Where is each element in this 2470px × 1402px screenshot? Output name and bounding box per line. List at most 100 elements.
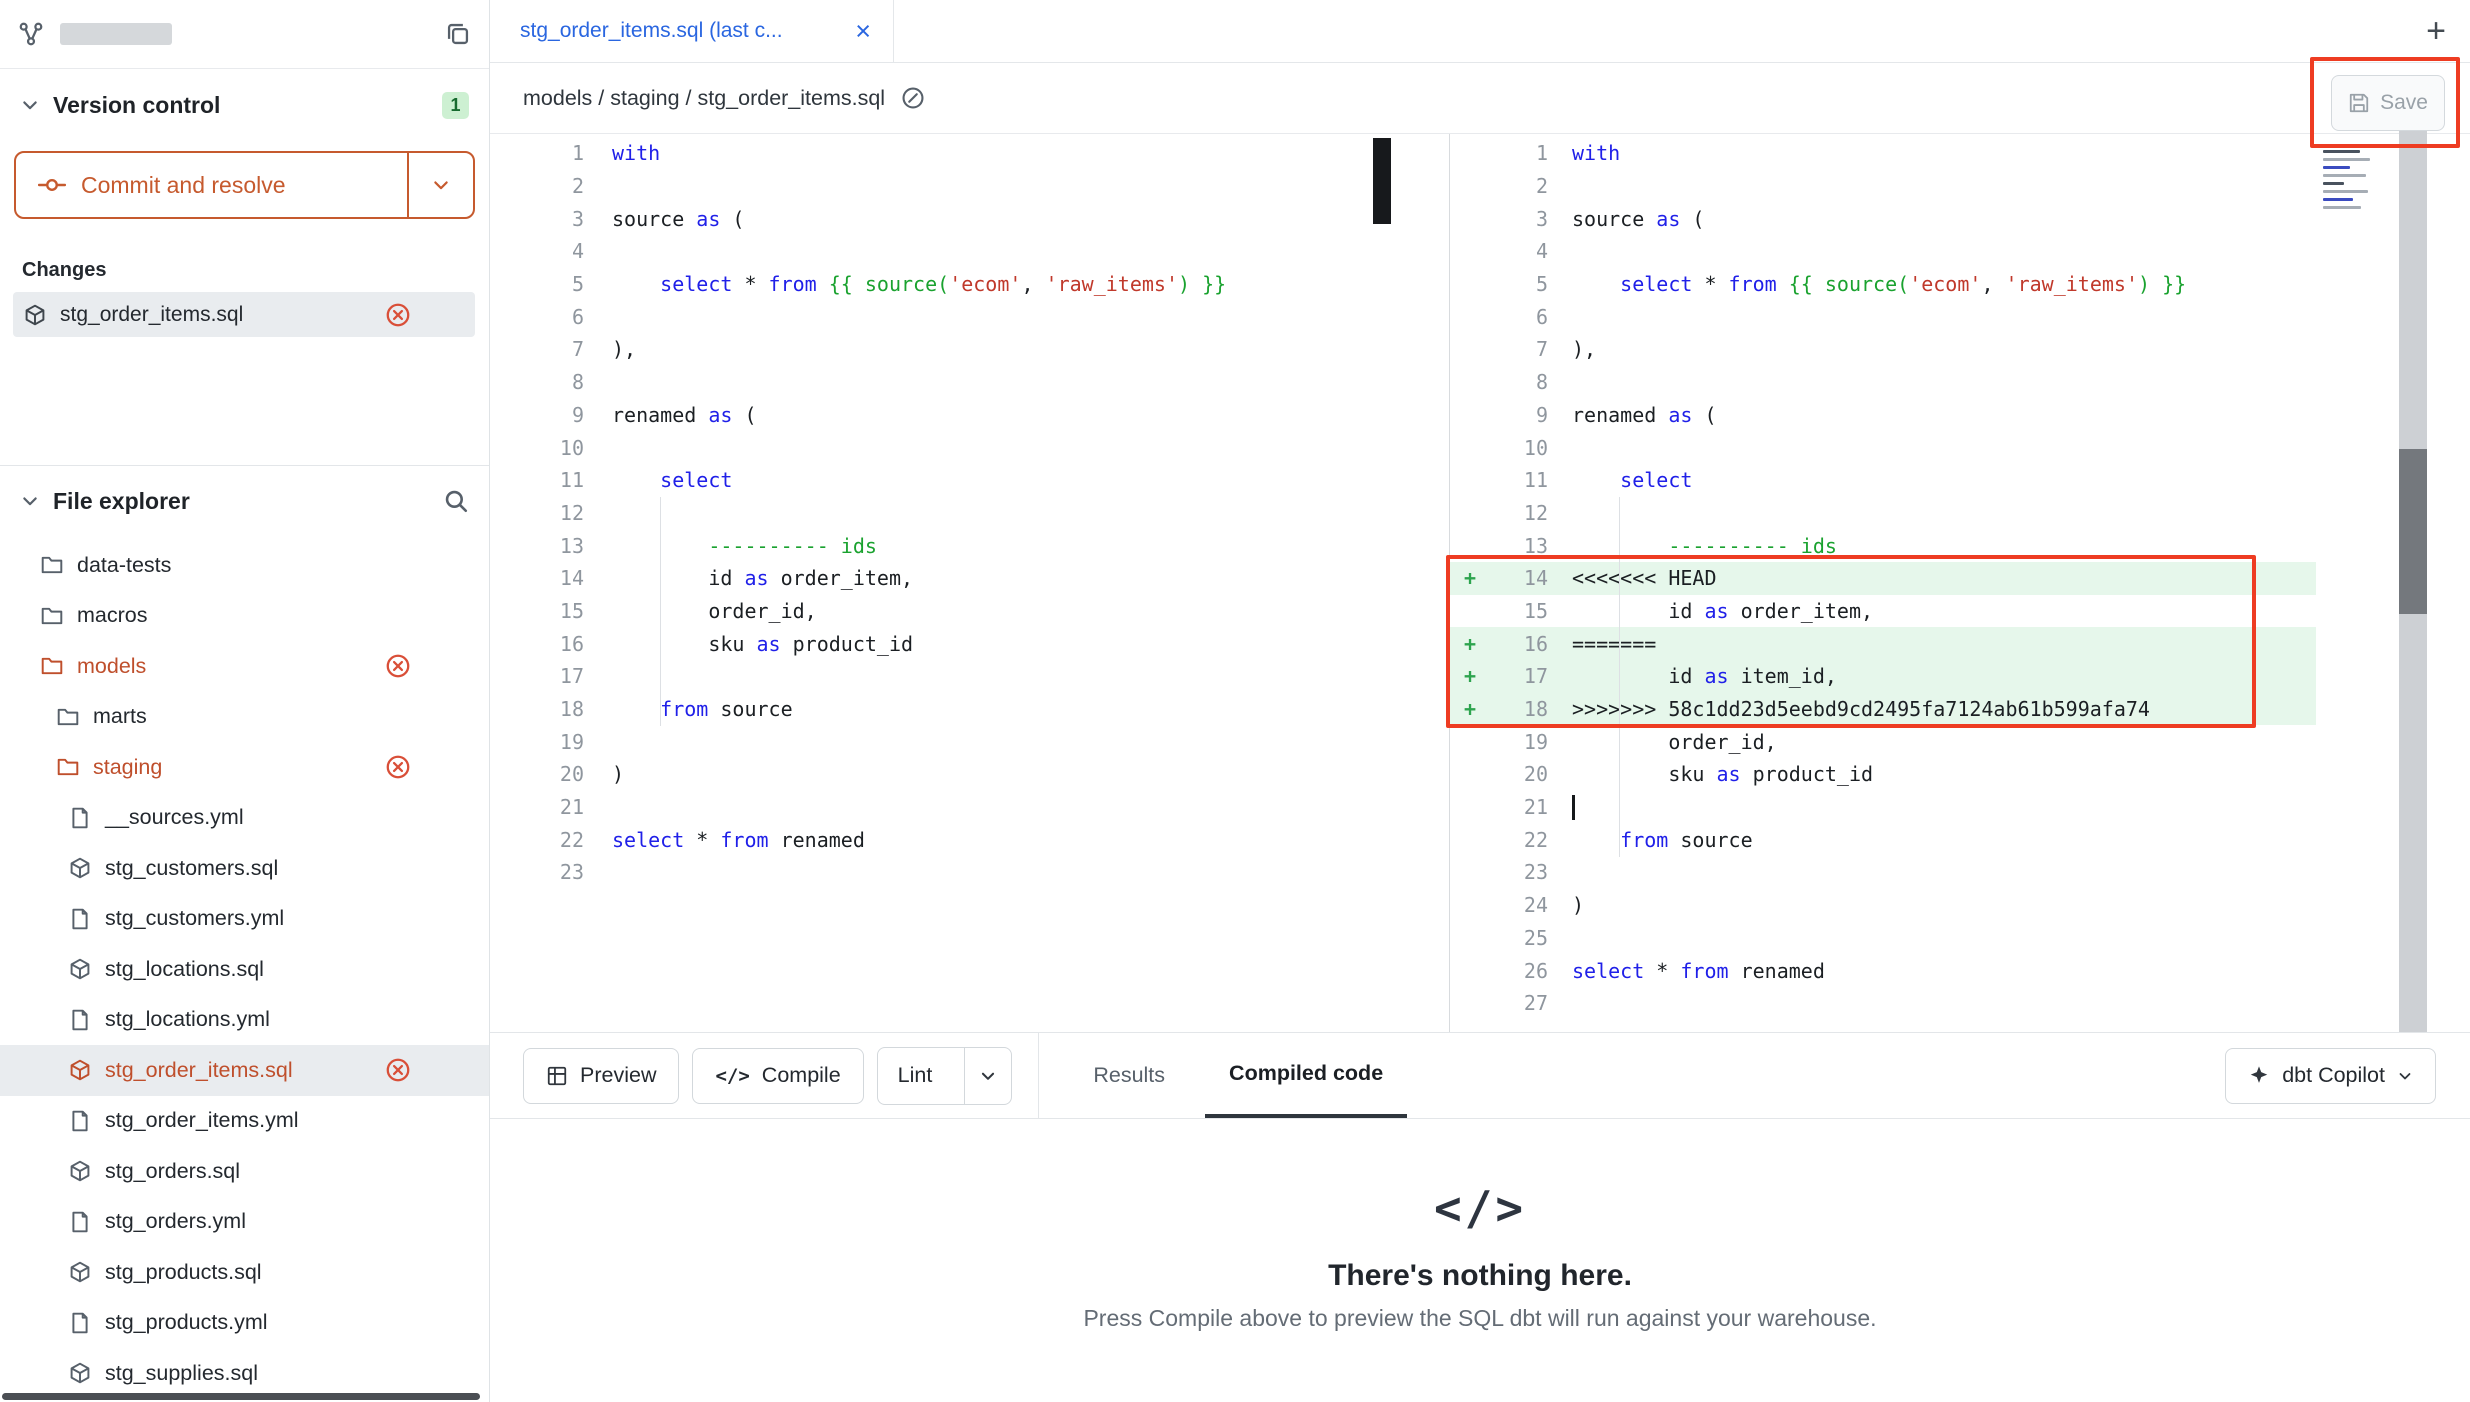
tree-item-stg-order-items-sql[interactable]: stg_order_items.sql bbox=[0, 1045, 489, 1096]
commit-and-resolve-button[interactable]: Commit and resolve bbox=[14, 151, 475, 219]
code-line[interactable]: 4 bbox=[490, 235, 1449, 268]
code-line[interactable]: 18 from source bbox=[490, 693, 1449, 726]
tree-item-stg-locations-yml[interactable]: stg_locations.yml bbox=[0, 995, 489, 1046]
vertical-scrollbar[interactable] bbox=[2399, 94, 2427, 1032]
code-line[interactable]: 23 bbox=[490, 856, 1449, 889]
close-tab-icon[interactable]: × bbox=[855, 18, 871, 45]
code-line[interactable]: 10 bbox=[1450, 431, 2316, 464]
tree-item-stg-customers-yml[interactable]: stg_customers.yml bbox=[0, 894, 489, 945]
tree-item-stg-orders-sql[interactable]: stg_orders.sql bbox=[0, 1146, 489, 1197]
code-line[interactable]: 8 bbox=[1450, 366, 2316, 399]
tree-item-stg-customers-sql[interactable]: stg_customers.sql bbox=[0, 843, 489, 894]
code-line[interactable]: 20 sku as product_id bbox=[1450, 758, 2316, 791]
new-tab-button[interactable]: + bbox=[2426, 14, 2446, 48]
version-control-header[interactable]: Version control 1 bbox=[0, 69, 489, 141]
code-line[interactable]: 7), bbox=[1450, 333, 2316, 366]
code-line[interactable]: 8 bbox=[490, 366, 1449, 399]
tree-item-stg-orders-yml[interactable]: stg_orders.yml bbox=[0, 1197, 489, 1248]
code-line[interactable]: 13 ---------- ids bbox=[1450, 529, 2316, 562]
code-line[interactable]: 23 bbox=[1450, 856, 2316, 889]
code-line[interactable]: 10 bbox=[490, 431, 1449, 464]
tree-item-sources-yml[interactable]: __sources.yml bbox=[0, 793, 489, 844]
code-line[interactable]: 14 id as order_item, bbox=[490, 562, 1449, 595]
code-line[interactable]: 21 bbox=[1450, 791, 2316, 824]
code-line[interactable]: 9renamed as ( bbox=[490, 399, 1449, 432]
code-line[interactable]: 6 bbox=[490, 300, 1449, 333]
editor-pane-original[interactable]: 1with23source as (45 select * from {{ so… bbox=[490, 134, 1449, 1032]
code-line[interactable]: 26select * from renamed bbox=[1450, 954, 2316, 987]
code-line-added[interactable]: +14<<<<<<< HEAD bbox=[1450, 562, 2316, 595]
tab-compiled-code[interactable]: Compiled code bbox=[1205, 1033, 1407, 1118]
lint-button[interactable]: Lint bbox=[877, 1047, 1013, 1105]
file-explorer-header[interactable]: File explorer bbox=[0, 466, 489, 536]
save-button[interactable]: Save bbox=[2331, 75, 2445, 131]
code-line[interactable]: 3source as ( bbox=[490, 202, 1449, 235]
tree-item-data-tests[interactable]: data-tests bbox=[0, 540, 489, 591]
tree-item-stg-products-sql[interactable]: stg_products.sql bbox=[0, 1247, 489, 1298]
code-line[interactable]: 3source as ( bbox=[1450, 202, 2316, 235]
search-icon[interactable] bbox=[443, 488, 469, 514]
tree-item-macros[interactable]: macros bbox=[0, 591, 489, 642]
tree-item-models[interactable]: models bbox=[0, 641, 489, 692]
file-tree: data-testsmacrosmodelsmartsstaging__sour… bbox=[0, 536, 489, 1399]
code-line[interactable]: 12 bbox=[1450, 497, 2316, 530]
code-line[interactable]: 27 bbox=[1450, 987, 2316, 1020]
minimap[interactable] bbox=[2323, 150, 2375, 209]
code-line[interactable]: 21 bbox=[490, 791, 1449, 824]
code-line[interactable]: 2 bbox=[490, 170, 1449, 203]
copy-icon[interactable] bbox=[445, 21, 471, 47]
tree-item-stg-order-items-yml[interactable]: stg_order_items.yml bbox=[0, 1096, 489, 1147]
left-pane-scrollbar-thumb[interactable] bbox=[1373, 138, 1391, 224]
code-line[interactable]: 22select * from renamed bbox=[490, 823, 1449, 856]
code-line[interactable]: 5 select * from {{ source('ecom', 'raw_i… bbox=[1450, 268, 2316, 301]
code-line[interactable]: 15 id as order_item, bbox=[1450, 595, 2316, 628]
tree-item-stg-locations-sql[interactable]: stg_locations.sql bbox=[0, 944, 489, 995]
code-line[interactable]: 19 order_id, bbox=[1450, 725, 2316, 758]
code-line[interactable]: 5 select * from {{ source('ecom', 'raw_i… bbox=[490, 268, 1449, 301]
code-line[interactable]: 9renamed as ( bbox=[1450, 399, 2316, 432]
scrollbar-thumb[interactable] bbox=[2399, 449, 2427, 614]
lint-button-label[interactable]: Lint bbox=[878, 1063, 953, 1088]
discard-changes-icon[interactable] bbox=[385, 754, 411, 780]
discard-changes-icon[interactable] bbox=[385, 302, 411, 328]
workspace-icon[interactable] bbox=[18, 21, 44, 47]
changed-file-row[interactable]: stg_order_items.sql bbox=[13, 292, 475, 337]
code-line[interactable]: 15 order_id, bbox=[490, 595, 1449, 628]
editor-pane-modified[interactable]: 1with23source as (45 select * from {{ so… bbox=[1450, 134, 2470, 1032]
code-line[interactable]: 2 bbox=[1450, 170, 2316, 203]
code-line[interactable]: 20) bbox=[490, 758, 1449, 791]
compile-button[interactable]: </> Compile bbox=[692, 1048, 863, 1104]
tab-stg-order-items-sql[interactable]: stg_order_items.sql (last c... × bbox=[490, 0, 894, 62]
code-line[interactable]: 7), bbox=[490, 333, 1449, 366]
code-line[interactable]: 11 select bbox=[1450, 464, 2316, 497]
dbt-copilot-button[interactable]: dbt Copilot bbox=[2225, 1048, 2436, 1104]
tree-item-stg-products-yml[interactable]: stg_products.yml bbox=[0, 1298, 489, 1349]
code-line[interactable]: 1with bbox=[490, 137, 1449, 170]
code-line[interactable]: 17 bbox=[490, 660, 1449, 693]
code-line-added[interactable]: +18>>>>>>> 58c1dd23d5eebd9cd2495fa7124ab… bbox=[1450, 693, 2316, 726]
copy-path-icon[interactable] bbox=[901, 86, 925, 110]
code-line[interactable]: 1with bbox=[1450, 137, 2316, 170]
horizontal-scrollbar[interactable] bbox=[2, 1393, 480, 1400]
tree-item-marts[interactable]: marts bbox=[0, 692, 489, 743]
discard-changes-icon[interactable] bbox=[385, 653, 411, 679]
code-line[interactable]: 22 from source bbox=[1450, 823, 2316, 856]
code-line[interactable]: 24) bbox=[1450, 889, 2316, 922]
code-line[interactable]: 12 bbox=[490, 497, 1449, 530]
preview-button[interactable]: Preview bbox=[523, 1048, 679, 1104]
code-line[interactable]: 11 select bbox=[490, 464, 1449, 497]
code-line[interactable]: 13 ---------- ids bbox=[490, 529, 1449, 562]
lint-options-button[interactable] bbox=[964, 1048, 1011, 1104]
tree-item-stg-supplies-sql[interactable]: stg_supplies.sql bbox=[0, 1348, 489, 1399]
code-line[interactable]: 6 bbox=[1450, 300, 2316, 333]
code-line[interactable]: 25 bbox=[1450, 922, 2316, 955]
code-line[interactable]: 19 bbox=[490, 725, 1449, 758]
commit-options-button[interactable] bbox=[407, 153, 473, 217]
code-line[interactable]: 4 bbox=[1450, 235, 2316, 268]
discard-changes-icon[interactable] bbox=[385, 1057, 411, 1083]
tree-item-staging[interactable]: staging bbox=[0, 742, 489, 793]
tab-results[interactable]: Results bbox=[1069, 1033, 1189, 1118]
code-line-added[interactable]: +17 id as item_id, bbox=[1450, 660, 2316, 693]
code-line[interactable]: 16 sku as product_id bbox=[490, 627, 1449, 660]
code-line-added[interactable]: +16======= bbox=[1450, 627, 2316, 660]
